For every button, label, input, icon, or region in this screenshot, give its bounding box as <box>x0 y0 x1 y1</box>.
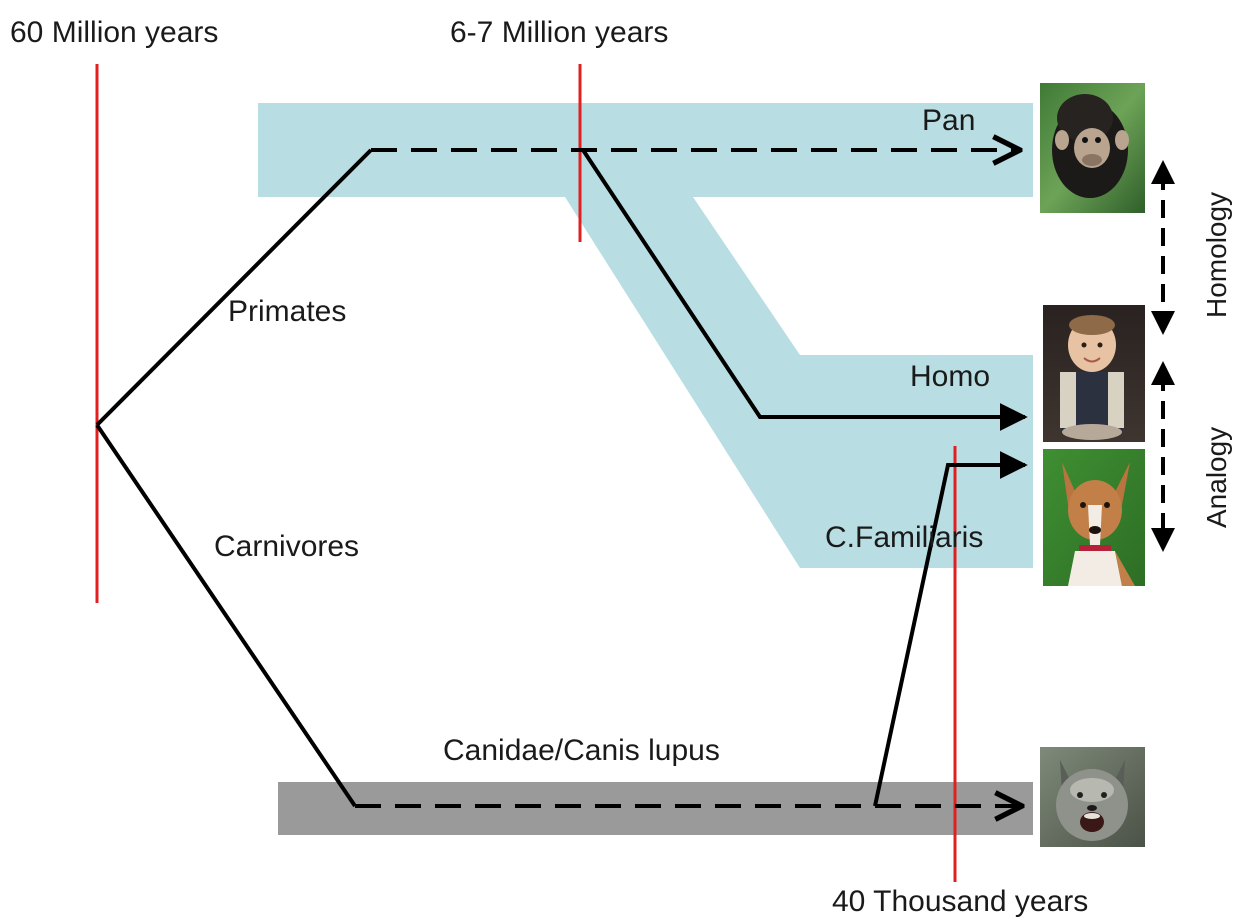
lineage-band-gray <box>278 782 1033 835</box>
label-pan: Pan <box>922 104 975 137</box>
label-c-familiaris: C.Familiaris <box>825 521 983 554</box>
chimpanzee-photo <box>1040 83 1145 213</box>
branch-primates <box>97 150 371 425</box>
label-homo: Homo <box>910 360 990 393</box>
label-canidae: Canidae/Canis lupus <box>443 734 720 767</box>
dog-photo <box>1043 449 1145 586</box>
lineage-band-blue <box>258 103 1033 568</box>
label-6-7-million-years: 6-7 Million years <box>450 16 668 49</box>
label-primates: Primates <box>228 295 346 328</box>
label-carnivores: Carnivores <box>214 530 359 563</box>
wolf-photo <box>1040 747 1145 847</box>
label-analogy: Analogy <box>1201 427 1232 528</box>
branch-carnivores <box>97 425 355 806</box>
label-60-million-years: 60 Million years <box>10 16 218 49</box>
label-40-thousand-years: 40 Thousand years <box>832 885 1088 917</box>
label-homology: Homology <box>1201 192 1232 318</box>
baby-photo <box>1043 305 1145 442</box>
